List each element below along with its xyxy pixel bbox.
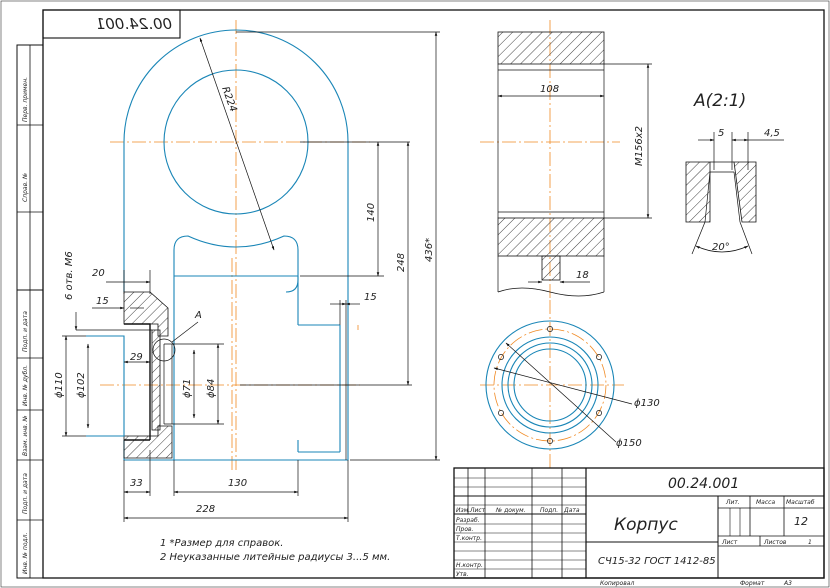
- tb-sheet-label: Лист: [721, 539, 738, 546]
- code-box: [42, 9, 181, 39]
- stamp-label-7: Инв. № подл.: [22, 533, 29, 574]
- tb-h-podp: Подп.: [540, 507, 558, 514]
- tb-h-doc: № докум.: [495, 507, 526, 514]
- stamp-label-5: Взам. инв. №: [22, 415, 29, 456]
- dim-436: 436*: [424, 238, 435, 262]
- dim-15-right: 15: [364, 292, 377, 303]
- tb-scale-label: Масштаб: [786, 499, 815, 506]
- dim-dia71: ϕ71: [182, 379, 193, 398]
- tb-scale-value: 12: [794, 515, 808, 528]
- tb-sheets-label: Листов: [763, 539, 787, 546]
- main-view: A R224 140 248 436* 15 20 15 6 отв. M6: [54, 20, 440, 522]
- tb-row-2: Пров.: [456, 526, 474, 533]
- side-section-view: 108 M156x2 18: [480, 20, 652, 300]
- dim-33: 33: [130, 478, 143, 489]
- detail-a-view: A(2:1) 5 4,5 20°: [685, 91, 784, 255]
- dim-18: 18: [576, 270, 589, 281]
- note-1: 1 *Размер для справок.: [160, 538, 283, 549]
- dim-dia84: ϕ84: [206, 379, 217, 398]
- tb-code: 00.24.001: [668, 476, 739, 492]
- tb-row-5: Н.контр.: [456, 562, 483, 569]
- tb-name: Корпус: [614, 515, 678, 535]
- tb-material: СЧ15-32 ГОСТ 1412-85: [598, 556, 716, 567]
- tb-h-list: Лист: [469, 507, 486, 514]
- flange-end-view: ϕ130 ϕ150: [480, 300, 660, 470]
- tb-sheets-value: 1: [808, 539, 812, 546]
- side-stamp: Перв. примен. Справ. № Подп. и дата Инв.…: [16, 44, 44, 579]
- tb-footer-format-value: A3: [783, 580, 792, 587]
- detail-title: A(2:1): [693, 91, 746, 111]
- stamp-label-1: Перв. примен.: [22, 77, 29, 122]
- stamp-label-2: Справ. №: [22, 173, 29, 202]
- dim-130: 130: [228, 478, 247, 489]
- dim-dia150: ϕ150: [616, 438, 642, 449]
- dim-dia130: ϕ130: [634, 398, 660, 409]
- tb-lit-label: Лит.: [725, 499, 740, 506]
- tb-h-date: Дата: [563, 507, 580, 514]
- dim-20: 20: [92, 268, 105, 279]
- view-a-label: A: [194, 310, 202, 321]
- dim-angle: 20°: [712, 242, 730, 253]
- tb-mass-label: Масса: [756, 499, 775, 506]
- dim-r224: R224: [219, 85, 238, 113]
- dim-dia110: ϕ110: [54, 372, 65, 398]
- mirrored-code: 00.24.001: [96, 15, 172, 33]
- tb-row-3: Т.контр.: [456, 535, 482, 542]
- dim-5: 5: [718, 128, 724, 139]
- dim-140: 140: [366, 203, 377, 222]
- note-2: 2 Неуказанные литейные радиусы 3...5 мм.: [160, 552, 390, 563]
- dim-4-5: 4,5: [764, 128, 780, 139]
- dim-dia102: ϕ102: [76, 372, 87, 398]
- dim-thread: M156x2: [634, 126, 645, 166]
- dim-15-left: 15: [96, 296, 109, 307]
- dim-248: 248: [396, 253, 407, 272]
- dim-holes: 6 отв. M6: [64, 251, 75, 300]
- tb-h-izm: Изм.: [456, 507, 470, 514]
- dim-108: 108: [540, 84, 559, 95]
- tb-row-1: Разраб.: [456, 517, 480, 524]
- stamp-label-3: Подп. и дата: [22, 311, 29, 352]
- stamp-label-6: Подп. и дата: [22, 473, 29, 514]
- tb-footer-format: Формат: [740, 580, 765, 587]
- tb-row-6: Утв.: [456, 571, 469, 578]
- dim-228: 228: [196, 504, 215, 515]
- stamp-label-4: Инв. № дубл.: [22, 365, 29, 406]
- tb-footer-copied: Копировал: [600, 580, 634, 587]
- dim-29: 29: [130, 352, 143, 363]
- title-block: Изм. Лист № докум. Подп. Дата Разраб. Пр…: [453, 467, 825, 587]
